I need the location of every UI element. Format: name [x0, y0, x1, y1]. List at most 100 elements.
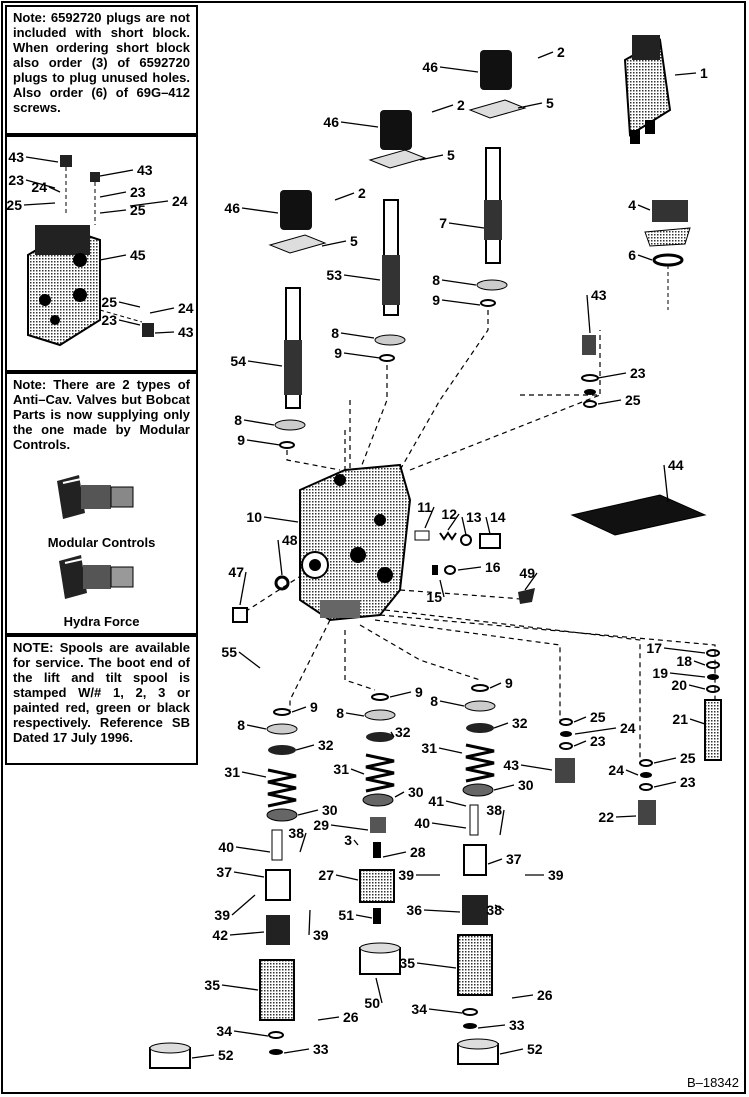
callout-7-leader: [448, 222, 485, 229]
callout-24-leader: [574, 727, 617, 735]
plug-43-lower: [555, 718, 575, 783]
callout-41-leader: [445, 800, 467, 807]
callout-33-label: 33: [313, 1041, 329, 1057]
callout-8-leader: [243, 419, 275, 426]
callout-37-leader: [487, 858, 503, 865]
callout-34-leader: [428, 1008, 463, 1014]
callout-8-label: 8: [432, 272, 440, 288]
callout-13-leader: [461, 516, 467, 536]
callout-9-label: 9: [505, 675, 513, 691]
decal-44: [570, 494, 707, 536]
callout-34-label: 34: [216, 1023, 232, 1039]
callout-31-label: 31: [333, 761, 349, 777]
callout-32-leader: [493, 722, 509, 729]
note-plugs-text: Note: 6592720 plugs are not included wit…: [13, 10, 190, 115]
callout-33-label: 33: [509, 1017, 525, 1033]
callout-9-label: 9: [237, 432, 245, 448]
callout-23-label: 23: [8, 172, 24, 188]
callout-9-label: 9: [310, 699, 318, 715]
callout-39-label: 39: [313, 927, 329, 943]
note-plugs-panel: Note: 6592720 plugs are not included wit…: [5, 5, 198, 135]
callout-44-label: 44: [668, 457, 684, 473]
callout-9-leader: [489, 682, 502, 689]
callout-27-leader: [335, 874, 359, 881]
callout-35-label: 35: [399, 955, 415, 971]
callout-16-label: 16: [485, 559, 501, 575]
callout-25-label: 25: [680, 750, 696, 766]
callout-37-label: 37: [216, 864, 232, 880]
callout-7-label: 7: [439, 215, 447, 231]
callout-31-label: 31: [224, 764, 240, 780]
callout-47-label: 47: [228, 564, 244, 580]
callout-26-label: 26: [343, 1009, 359, 1025]
callout-24-label: 24: [620, 720, 636, 736]
callout-25-leader: [597, 399, 622, 405]
callout-48-leader: [277, 539, 283, 576]
callout-24-leader: [625, 769, 639, 776]
relief-cartridge-21: [704, 649, 722, 761]
callout-42-leader: [229, 931, 265, 936]
callout-2-label: 2: [557, 44, 565, 60]
callout-37-leader: [233, 871, 265, 878]
callout-50-leader: [375, 977, 383, 1004]
callout-40-label: 40: [218, 839, 234, 855]
callout-34-label: 34: [411, 1001, 427, 1017]
callout-26-leader: [317, 1016, 340, 1021]
callout-33-leader: [477, 1024, 506, 1029]
callout-21-label: 21: [672, 711, 688, 727]
callout-43-leader: [25, 156, 59, 163]
callout-39-leader: [308, 909, 311, 936]
callout-22-leader: [615, 815, 637, 818]
callout-30-leader: [394, 791, 405, 798]
callout-54-leader: [247, 360, 283, 367]
callout-45-label: 45: [130, 247, 146, 263]
callout-23-leader: [118, 319, 141, 326]
callout-5-leader: [321, 240, 347, 247]
callout-53-label: 53: [326, 267, 342, 283]
callout-38-label: 38: [486, 902, 502, 918]
modular-controls-label: Modular Controls: [47, 535, 156, 550]
callout-25-label: 25: [625, 392, 641, 408]
callout-8-label: 8: [234, 412, 242, 428]
callout-35-leader: [221, 984, 259, 991]
callout-31-label: 31: [421, 740, 437, 756]
callout-46-label: 46: [323, 114, 339, 130]
callout-40-label: 40: [414, 815, 430, 831]
callout-14-label: 14: [490, 509, 506, 525]
note-anticav-text: Note: There are 2 types of Anti–Cav. Val…: [13, 377, 190, 452]
plug-22: [638, 759, 656, 825]
callout-55-label: 55: [221, 644, 237, 660]
callout-46-label: 46: [422, 59, 438, 75]
spring-stack-right: [457, 684, 499, 1065]
callout-29-leader: [330, 824, 369, 831]
callout-19-leader: [669, 672, 706, 678]
callout-2-leader: [537, 51, 554, 59]
callout-52-leader: [499, 1048, 524, 1055]
callout-17-leader: [663, 647, 706, 654]
callout-9-leader: [389, 691, 412, 698]
callout-26-leader: [511, 994, 534, 999]
callout-12-label: 12: [441, 506, 457, 522]
callout-36-leader: [423, 909, 461, 913]
callout-23-leader: [573, 740, 587, 747]
callout-28-leader: [382, 851, 407, 858]
callout-23-label: 23: [680, 774, 696, 790]
relief-valve-parts: [232, 530, 535, 623]
control-valve-assembly-1: [623, 35, 672, 144]
valve-body-10: [299, 463, 412, 622]
callout-41-label: 41: [428, 793, 444, 809]
callout-11-leader: [424, 506, 435, 529]
callout-43-label: 43: [8, 149, 24, 165]
callout-8-label: 8: [331, 325, 339, 341]
callout-25-leader: [573, 716, 587, 723]
callout-46-leader: [241, 207, 279, 214]
callout-50-label: 50: [364, 995, 380, 1011]
callout-9-leader: [246, 439, 281, 446]
callout-8-leader: [441, 279, 477, 286]
callout-1-label: 1: [700, 65, 708, 81]
modular-valve-icon: [57, 475, 134, 519]
callout-52-label: 52: [218, 1047, 234, 1063]
callout-16-leader: [457, 566, 482, 571]
callout-18-label: 18: [676, 653, 692, 669]
callout-49-leader: [524, 572, 538, 591]
